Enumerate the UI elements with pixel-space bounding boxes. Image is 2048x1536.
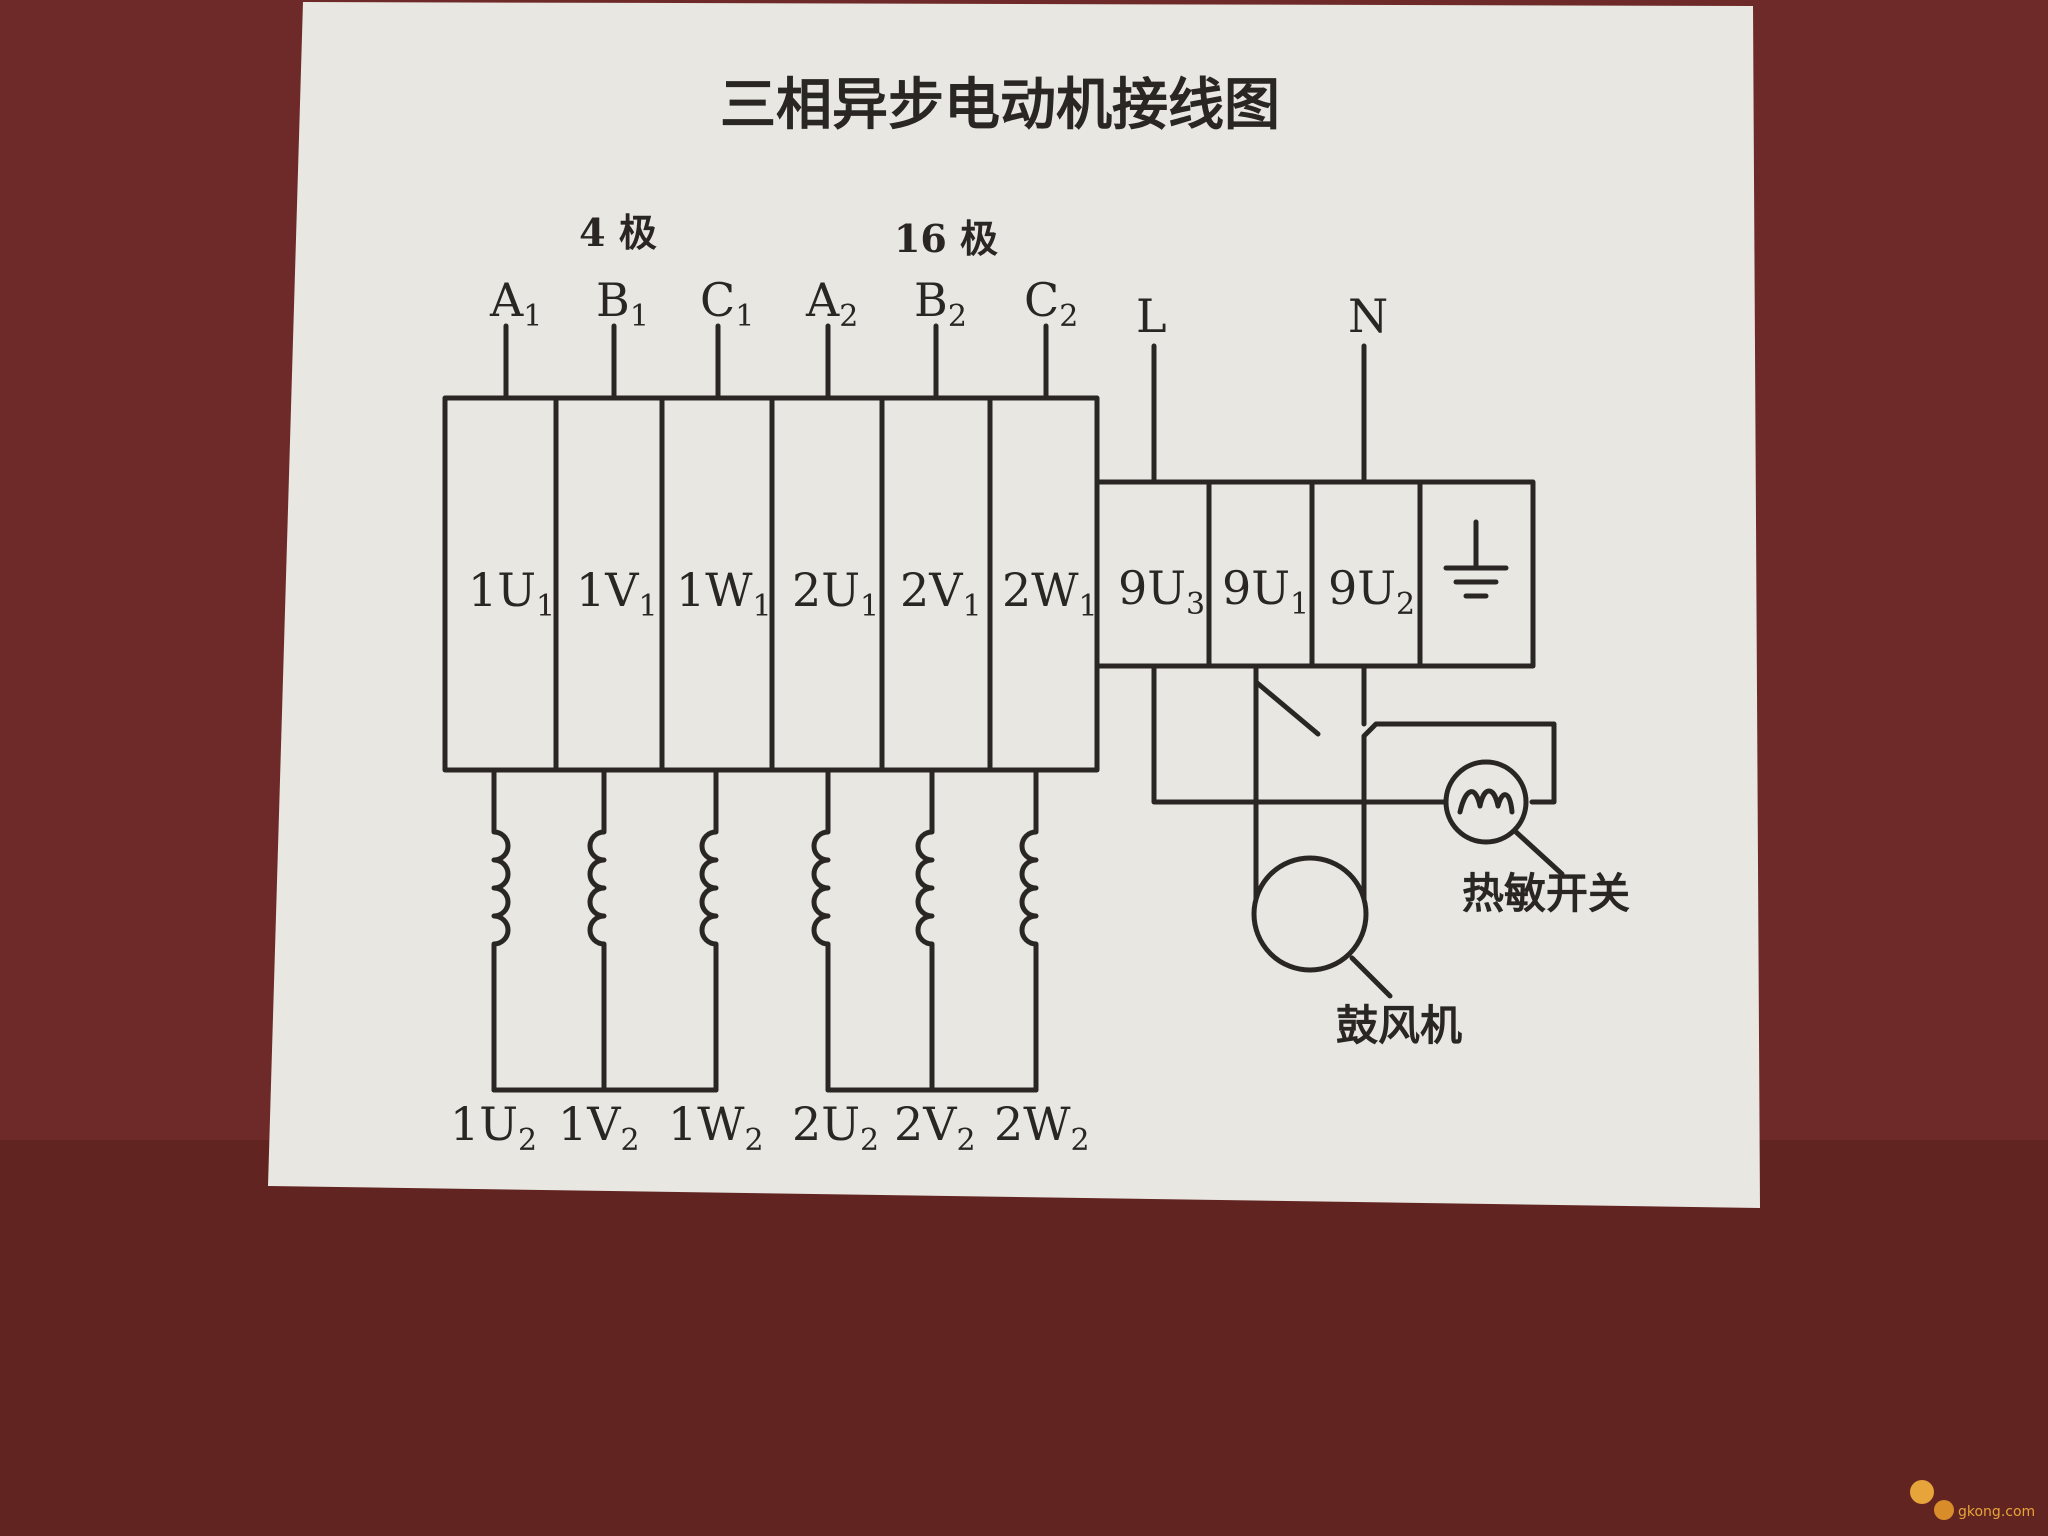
terminal-label: 9U1: [1222, 561, 1309, 622]
lead-label: B2: [914, 273, 967, 334]
motor-terminal-block: [442, 395, 1100, 773]
lead-label: C1: [700, 273, 754, 334]
motor-terminal-labels: 1U1 1V1 1W1 2U1 2V1 2W1: [468, 563, 1098, 624]
gkong-watermark: gkong.com: [1910, 1480, 2035, 1520]
terminal-label: 1U1: [468, 563, 555, 624]
lead-label: A1: [489, 273, 542, 334]
winding-coil: [1019, 767, 1039, 1093]
lead-wires: [503, 323, 1367, 485]
thermal-switch-label: 热敏开关: [1462, 869, 1630, 918]
watermark-text: gkong.com: [1958, 1504, 2035, 1520]
aux-terminal-block: [1094, 479, 1536, 669]
winding-coil: [491, 767, 511, 1093]
motor-windings: [491, 767, 1039, 1093]
pole-group-label: 4 极: [579, 210, 657, 255]
terminal-label: 2W2: [994, 1097, 1090, 1158]
terminal-label: 1V1: [576, 563, 658, 624]
pole-group-label: 16 极: [894, 216, 998, 261]
gear-icon: [1934, 1500, 1954, 1520]
terminal-label: 1W1: [676, 563, 772, 624]
supply-lead-label: L: [1136, 289, 1167, 343]
blower-label: 鼓风机: [1336, 1001, 1462, 1050]
terminal-label: 9U2: [1328, 561, 1415, 622]
terminal-label: 1W2: [668, 1097, 764, 1158]
terminal-label: 2U2: [792, 1097, 879, 1158]
lead-label: A2: [805, 273, 858, 334]
winding-coil: [811, 767, 831, 1093]
diagram-title: 三相异步电动机接线图: [720, 73, 1280, 138]
supply-lead-label: N: [1348, 289, 1388, 343]
lead-label: B1: [596, 273, 649, 334]
thermal-switch-icon: [1443, 759, 1565, 877]
aux-circuit: [1151, 663, 1557, 913]
terminal-label: 1V2: [558, 1097, 640, 1158]
aux-terminal-labels: 9U3 9U1 9U2: [1118, 561, 1415, 622]
blower-icon: [1251, 855, 1393, 999]
paper-sheet: [268, 2, 1760, 1208]
terminal-label: 2W1: [1002, 563, 1098, 624]
bottom-terminal-labels: 1U2 1V2 1W2 2U2 2V2 2W2: [450, 1097, 1090, 1158]
ground-icon: [1443, 519, 1509, 599]
terminal-label: 2V1: [900, 563, 982, 624]
winding-coil: [699, 767, 719, 1093]
terminal-label: 9U3: [1118, 561, 1205, 622]
gear-icon: [1910, 1480, 1934, 1504]
lead-label: C2: [1024, 273, 1078, 334]
terminal-label: 2V2: [894, 1097, 976, 1158]
winding-coil: [587, 767, 607, 1093]
top-lead-labels: A1 B1 C1 A2 B2 C2 L N: [489, 273, 1388, 343]
terminal-label: 1U2: [450, 1097, 537, 1158]
terminal-label: 2U1: [792, 563, 879, 624]
winding-coil: [915, 767, 935, 1093]
